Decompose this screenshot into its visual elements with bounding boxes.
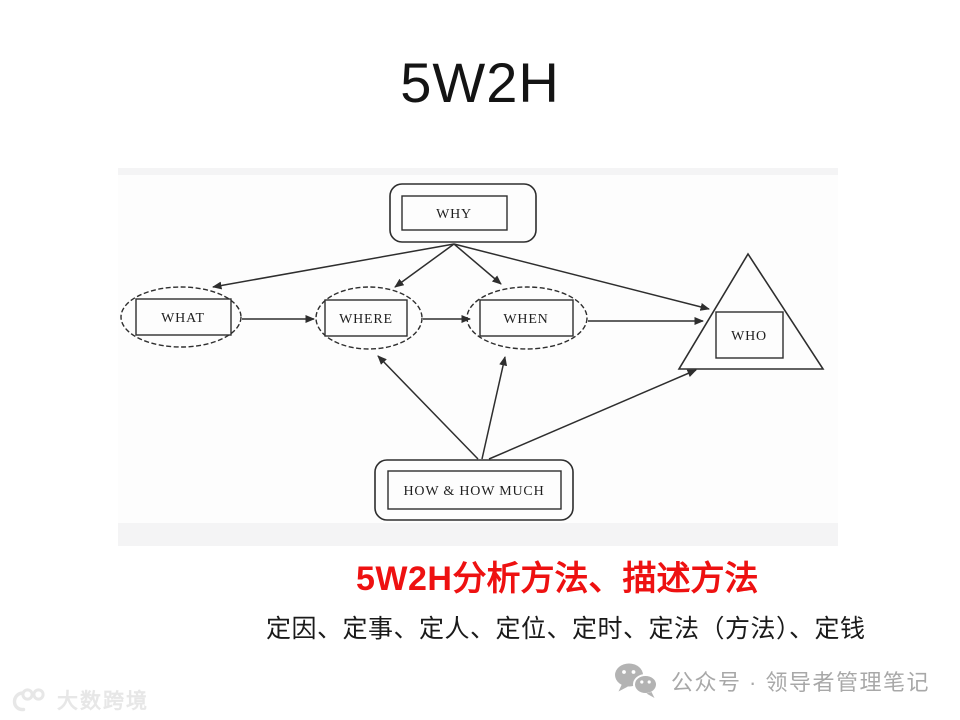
dashu-logo-icon xyxy=(12,688,45,712)
arrow-how-to-where xyxy=(377,355,479,460)
description-line: 定因、定事、定人、定位、定时、定法（方法）、定钱 xyxy=(266,616,866,643)
diagram-edges xyxy=(212,243,710,460)
diagram-bottom-band xyxy=(118,523,838,546)
node-how: HOW & HOW MUCH xyxy=(374,459,574,521)
red-subtitle: 5W2H分析方法、描述方法 xyxy=(356,551,758,600)
left-watermark-text: 大数跨境 xyxy=(57,690,149,713)
node-where: WHERE xyxy=(315,286,423,350)
node-when-label: WHEN xyxy=(503,312,548,327)
arrow-why-to-who xyxy=(453,243,710,311)
arrow-how-to-when xyxy=(481,356,508,460)
node-what-label: WHAT xyxy=(161,311,205,326)
node-why-label: WHY xyxy=(436,207,472,222)
right-watermark-text: 公众号 · 领导者管理笔记 xyxy=(670,670,930,695)
node-where-label: WHERE xyxy=(339,312,393,327)
arrow-why-to-what xyxy=(212,243,455,290)
arrow-why-to-when xyxy=(453,243,502,285)
diagram-canvas: WHY WHAT WHERE WHEN WHO xyxy=(118,168,838,546)
node-what: WHAT xyxy=(120,286,242,348)
arrow-how-to-who xyxy=(488,369,697,460)
arrow-why-to-where xyxy=(394,243,455,288)
node-who-label: WHO xyxy=(731,329,767,344)
red-subtitle-prefix: 5W2H xyxy=(356,560,453,598)
page-title: 5W2H xyxy=(400,51,560,114)
diagram-top-band xyxy=(118,168,838,175)
red-subtitle-rest: 分析方法、描述方法 xyxy=(452,561,759,598)
5w2h-diagram: WHY WHAT WHERE WHEN WHO xyxy=(118,168,838,546)
left-watermark: 大数跨境 xyxy=(10,685,149,715)
wechat-icon xyxy=(614,663,658,698)
right-watermark: 公众号 · 领导者管理笔记 xyxy=(613,662,930,700)
node-why: WHY xyxy=(389,183,537,243)
node-who: WHO xyxy=(677,252,825,370)
node-when: WHEN xyxy=(466,286,588,350)
node-how-label: HOW & HOW MUCH xyxy=(404,484,545,499)
